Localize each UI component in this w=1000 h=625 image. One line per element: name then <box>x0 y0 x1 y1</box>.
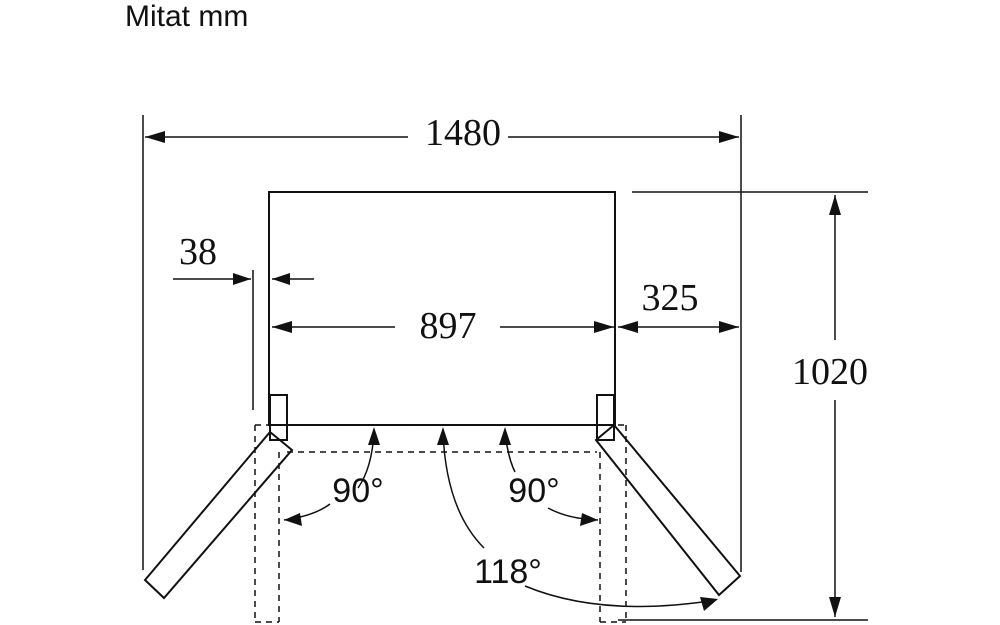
angle-label-left-90: 90° <box>332 472 383 510</box>
dimension-label-cabinet-width: 897 <box>420 305 477 347</box>
angle-right-118: 118° <box>437 427 718 611</box>
dimension-label-door-clearance: 325 <box>642 277 699 319</box>
angle-right-90: 90° <box>499 427 599 526</box>
dimension-cabinet-width: 897 <box>272 305 614 347</box>
left-door-open <box>143 430 294 600</box>
dimension-label-depth: 1020 <box>792 351 868 393</box>
dimension-door-clearance: 325 <box>618 277 739 333</box>
dimension-label-total-width: 1480 <box>425 112 501 154</box>
angle-label-right-90: 90° <box>508 472 559 510</box>
dimension-label-side-gap: 38 <box>179 231 217 273</box>
right-door-open <box>594 423 742 597</box>
right-hinge <box>596 394 615 441</box>
angle-left-90: 90° <box>283 427 384 526</box>
page-title: Mitat mm <box>125 0 249 33</box>
dimension-total-width: 1480 <box>145 112 739 154</box>
dimension-depth: 1020 <box>792 195 868 617</box>
angle-label-right-118: 118° <box>474 553 542 591</box>
dimension-side-gap: 38 <box>173 231 314 285</box>
